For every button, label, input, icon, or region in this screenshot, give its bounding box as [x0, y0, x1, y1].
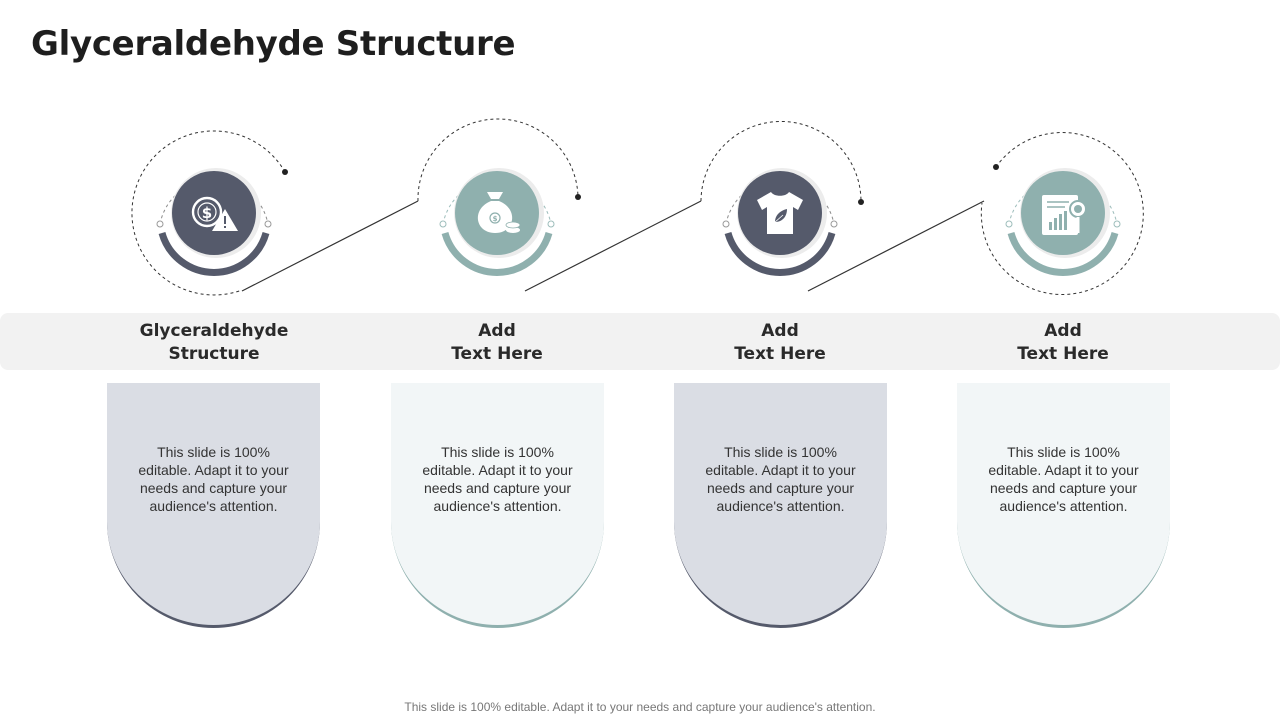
arc-end-dot [439, 220, 447, 228]
ring-dot [858, 199, 864, 205]
icon-circle [172, 171, 256, 255]
step-3-label: Add Text Here [680, 320, 880, 366]
svg-text:$: $ [493, 215, 498, 223]
step-label-line-2: Text Here [1017, 344, 1109, 364]
step-4-label: Add Text Here [963, 320, 1163, 366]
accent-arc [724, 231, 836, 276]
arc-end-dot [156, 220, 164, 228]
step-label-line-2: Structure [168, 344, 260, 364]
connector-line [241, 200, 419, 292]
ring-dot [575, 194, 581, 200]
footer-note: This slide is 100% editable. Adapt it to… [404, 700, 876, 714]
svg-text:$: $ [202, 204, 212, 222]
step-label-line-1: Add [1044, 321, 1082, 341]
arc-end-dot [547, 220, 555, 228]
step-3-card: This slide is 100% editable. Adapt it to… [674, 383, 887, 628]
step-2-description: This slide is 100% editable. Adapt it to… [422, 444, 573, 514]
step-2-icon-group: $ [417, 118, 581, 276]
outer-dashed-ring [980, 132, 1144, 295]
step-2-card: This slide is 100% editable. Adapt it to… [391, 383, 604, 628]
outer-dashed-ring [417, 118, 579, 202]
step-4-description: This slide is 100% editable. Adapt it to… [988, 444, 1139, 514]
accent-arc [1007, 231, 1119, 276]
accent-arc [158, 231, 270, 276]
money-bag-icon: $ [477, 192, 521, 233]
step-label-line-1: Glyceraldehyde [139, 321, 289, 341]
step-label-line-2: Text Here [734, 344, 826, 364]
step-3-icon-group [700, 121, 864, 276]
arc-end-dot [1005, 220, 1013, 228]
step-3-description: This slide is 100% editable. Adapt it to… [705, 444, 856, 514]
ring-dot [282, 169, 288, 175]
page-title: Glyceraldehyde Structure [31, 24, 516, 64]
arc-end-dot [1113, 220, 1121, 228]
labels-band [0, 313, 1280, 370]
step-1-icon-group: $ [131, 130, 288, 296]
step-4-card: This slide is 100% editable. Adapt it to… [957, 383, 1170, 628]
tshirt-leaf-icon [757, 192, 803, 234]
connector-line [524, 200, 702, 292]
connector-line [807, 200, 985, 292]
arc-end-dot [264, 220, 272, 228]
step-2-label: Add Text Here [397, 320, 597, 366]
step-label-line-1: Add [761, 321, 799, 341]
arc-end-dot [722, 220, 730, 228]
step-1-card: This slide is 100% editable. Adapt it to… [107, 383, 320, 628]
dollar-warning-icon: $ [191, 196, 238, 231]
step-1-label: Glyceraldehyde Structure [114, 320, 314, 366]
outer-dashed-ring [700, 121, 862, 203]
report-search-icon [1042, 195, 1087, 235]
accent-arc [441, 231, 553, 276]
process-diagram: $ $ [131, 118, 1144, 296]
arc-end-dot [830, 220, 838, 228]
step-label-line-2: Text Here [451, 344, 543, 364]
step-label-line-1: Add [478, 321, 516, 341]
outer-dashed-ring [131, 130, 286, 296]
step-1-description: This slide is 100% editable. Adapt it to… [138, 444, 289, 514]
step-4-icon-group [980, 132, 1144, 295]
ring-dot [993, 164, 999, 170]
